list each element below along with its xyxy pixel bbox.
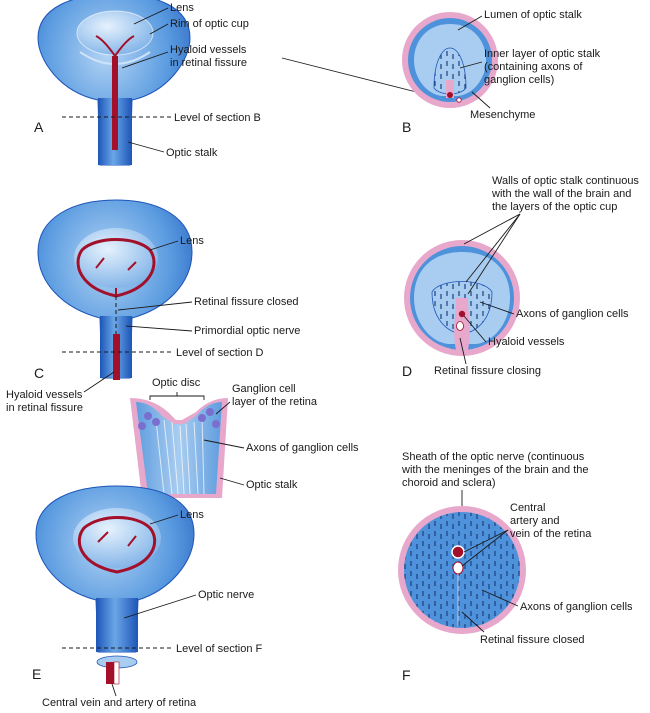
hyaloid-loop-c [76, 238, 156, 298]
label-mesenchyme-b: Mesenchyme [470, 109, 535, 121]
hyaloid-vein-d [456, 321, 464, 331]
label-optic-disc-c1: Optic disc [152, 377, 201, 389]
label-hyaloid-c-2: in retinal fissure [6, 402, 83, 414]
hyaloid-branch-a [95, 35, 135, 57]
hyaloid-vein-b [456, 97, 462, 103]
hyaloid-vessel-d [458, 310, 466, 318]
label-central-e: Central vein and artery of retina [42, 697, 197, 709]
optic-disc-bracket [149, 392, 205, 400]
panel-label-f: F [402, 667, 411, 683]
label-axons-d: Axons of ganglion cells [516, 308, 629, 320]
label-lens-a: Lens [170, 2, 194, 14]
central-vessel-stump-e [106, 662, 114, 684]
panel-label-a: A [34, 119, 44, 135]
hyaloid-vessel-a [112, 56, 118, 150]
label-optic-stalk-a: Optic stalk [166, 147, 218, 159]
lens-e [73, 508, 161, 568]
panel-label-c: C [34, 365, 44, 381]
panel-label-d: D [402, 363, 412, 379]
central-vessel-loop-e [77, 516, 157, 574]
label-optic-nerve-e: Optic nerve [198, 589, 254, 601]
panel-e: E Lens Optic nerve Level of section F Ce… [32, 485, 262, 709]
label-inner-b-1: Inner layer of optic stalk [484, 48, 601, 60]
label-fissure-closed-c: Retinal fissure closed [194, 296, 299, 308]
label-optic-stalk-c1: Optic stalk [246, 479, 298, 491]
label-axons-c1: Axons of ganglion cells [246, 442, 359, 454]
panel-c1: Optic disc Ganglion cell layer of the re… [108, 377, 359, 512]
panel-b: B Lumen of optic stalk Inner layer of op… [402, 9, 601, 135]
label-walls-d-2: with the wall of the brain and [491, 188, 631, 200]
panel-label-b: B [402, 119, 411, 135]
panel-d: D Walls of optic stalk continuous with t… [402, 175, 639, 379]
label-hyaloid-c-1: Hyaloid vessels [6, 389, 83, 401]
label-rim-a: Rim of optic cup [170, 18, 249, 30]
label-primordial-c: Primordial optic nerve [194, 325, 300, 337]
panel-a: A Lens Rim of optic cup Hyaloid vessels … [34, 0, 457, 166]
label-sheath-f-3: choroid and sclera) [402, 477, 496, 489]
panel-label-e: E [32, 666, 41, 682]
label-fissure-d: Retinal fissure closing [434, 365, 541, 377]
panel-c: C Lens Retinal fissure closed Primordial… [6, 199, 300, 414]
central-artery-f [451, 545, 465, 559]
label-inner-b-2: (containing axons of [484, 61, 583, 73]
label-axons-f: Axons of ganglion cells [520, 601, 633, 613]
label-hyaloid-a-2: in retinal fissure [170, 57, 247, 69]
label-ganglion-c1-2: layer of the retina [232, 396, 318, 408]
panel-f: F Sheath of the optic nerve (continuous … [398, 451, 633, 683]
label-walls-d-3: the layers of the optic cup [492, 201, 617, 213]
lens-a [76, 10, 154, 56]
label-ganglion-c1-1: Ganglion cell [232, 383, 296, 395]
hyaloid-vessel-c [113, 334, 120, 380]
label-lens-e: Lens [180, 509, 204, 521]
optic-nerve-e [96, 598, 138, 652]
lens-c [74, 228, 158, 288]
label-central-f-3: vein of the retina [510, 528, 592, 540]
label-inner-b-3: ganglion cells) [484, 74, 554, 86]
central-vein-f [452, 561, 464, 575]
label-level-d: Level of section D [176, 347, 263, 359]
label-lens-c: Lens [180, 235, 204, 247]
label-sheath-f-1: Sheath of the optic nerve (continuous [402, 451, 585, 463]
label-level-b: Level of section B [174, 112, 261, 124]
hyaloid-vessel-b [447, 92, 453, 98]
label-central-f-1: Central [510, 502, 545, 514]
label-hyaloid-a-1: Hyaloid vessels [170, 44, 247, 56]
label-hyaloid-d: Hyaloid vessels [488, 336, 565, 348]
label-level-f: Level of section F [176, 643, 262, 655]
label-sheath-f-2: with the meninges of the brain and the [401, 464, 589, 476]
label-central-f-2: artery and [510, 515, 560, 527]
label-fissure-f: Retinal fissure closed [480, 634, 585, 646]
label-walls-d-1: Walls of optic stalk continuous [492, 175, 639, 187]
label-lumen-b: Lumen of optic stalk [484, 9, 582, 21]
